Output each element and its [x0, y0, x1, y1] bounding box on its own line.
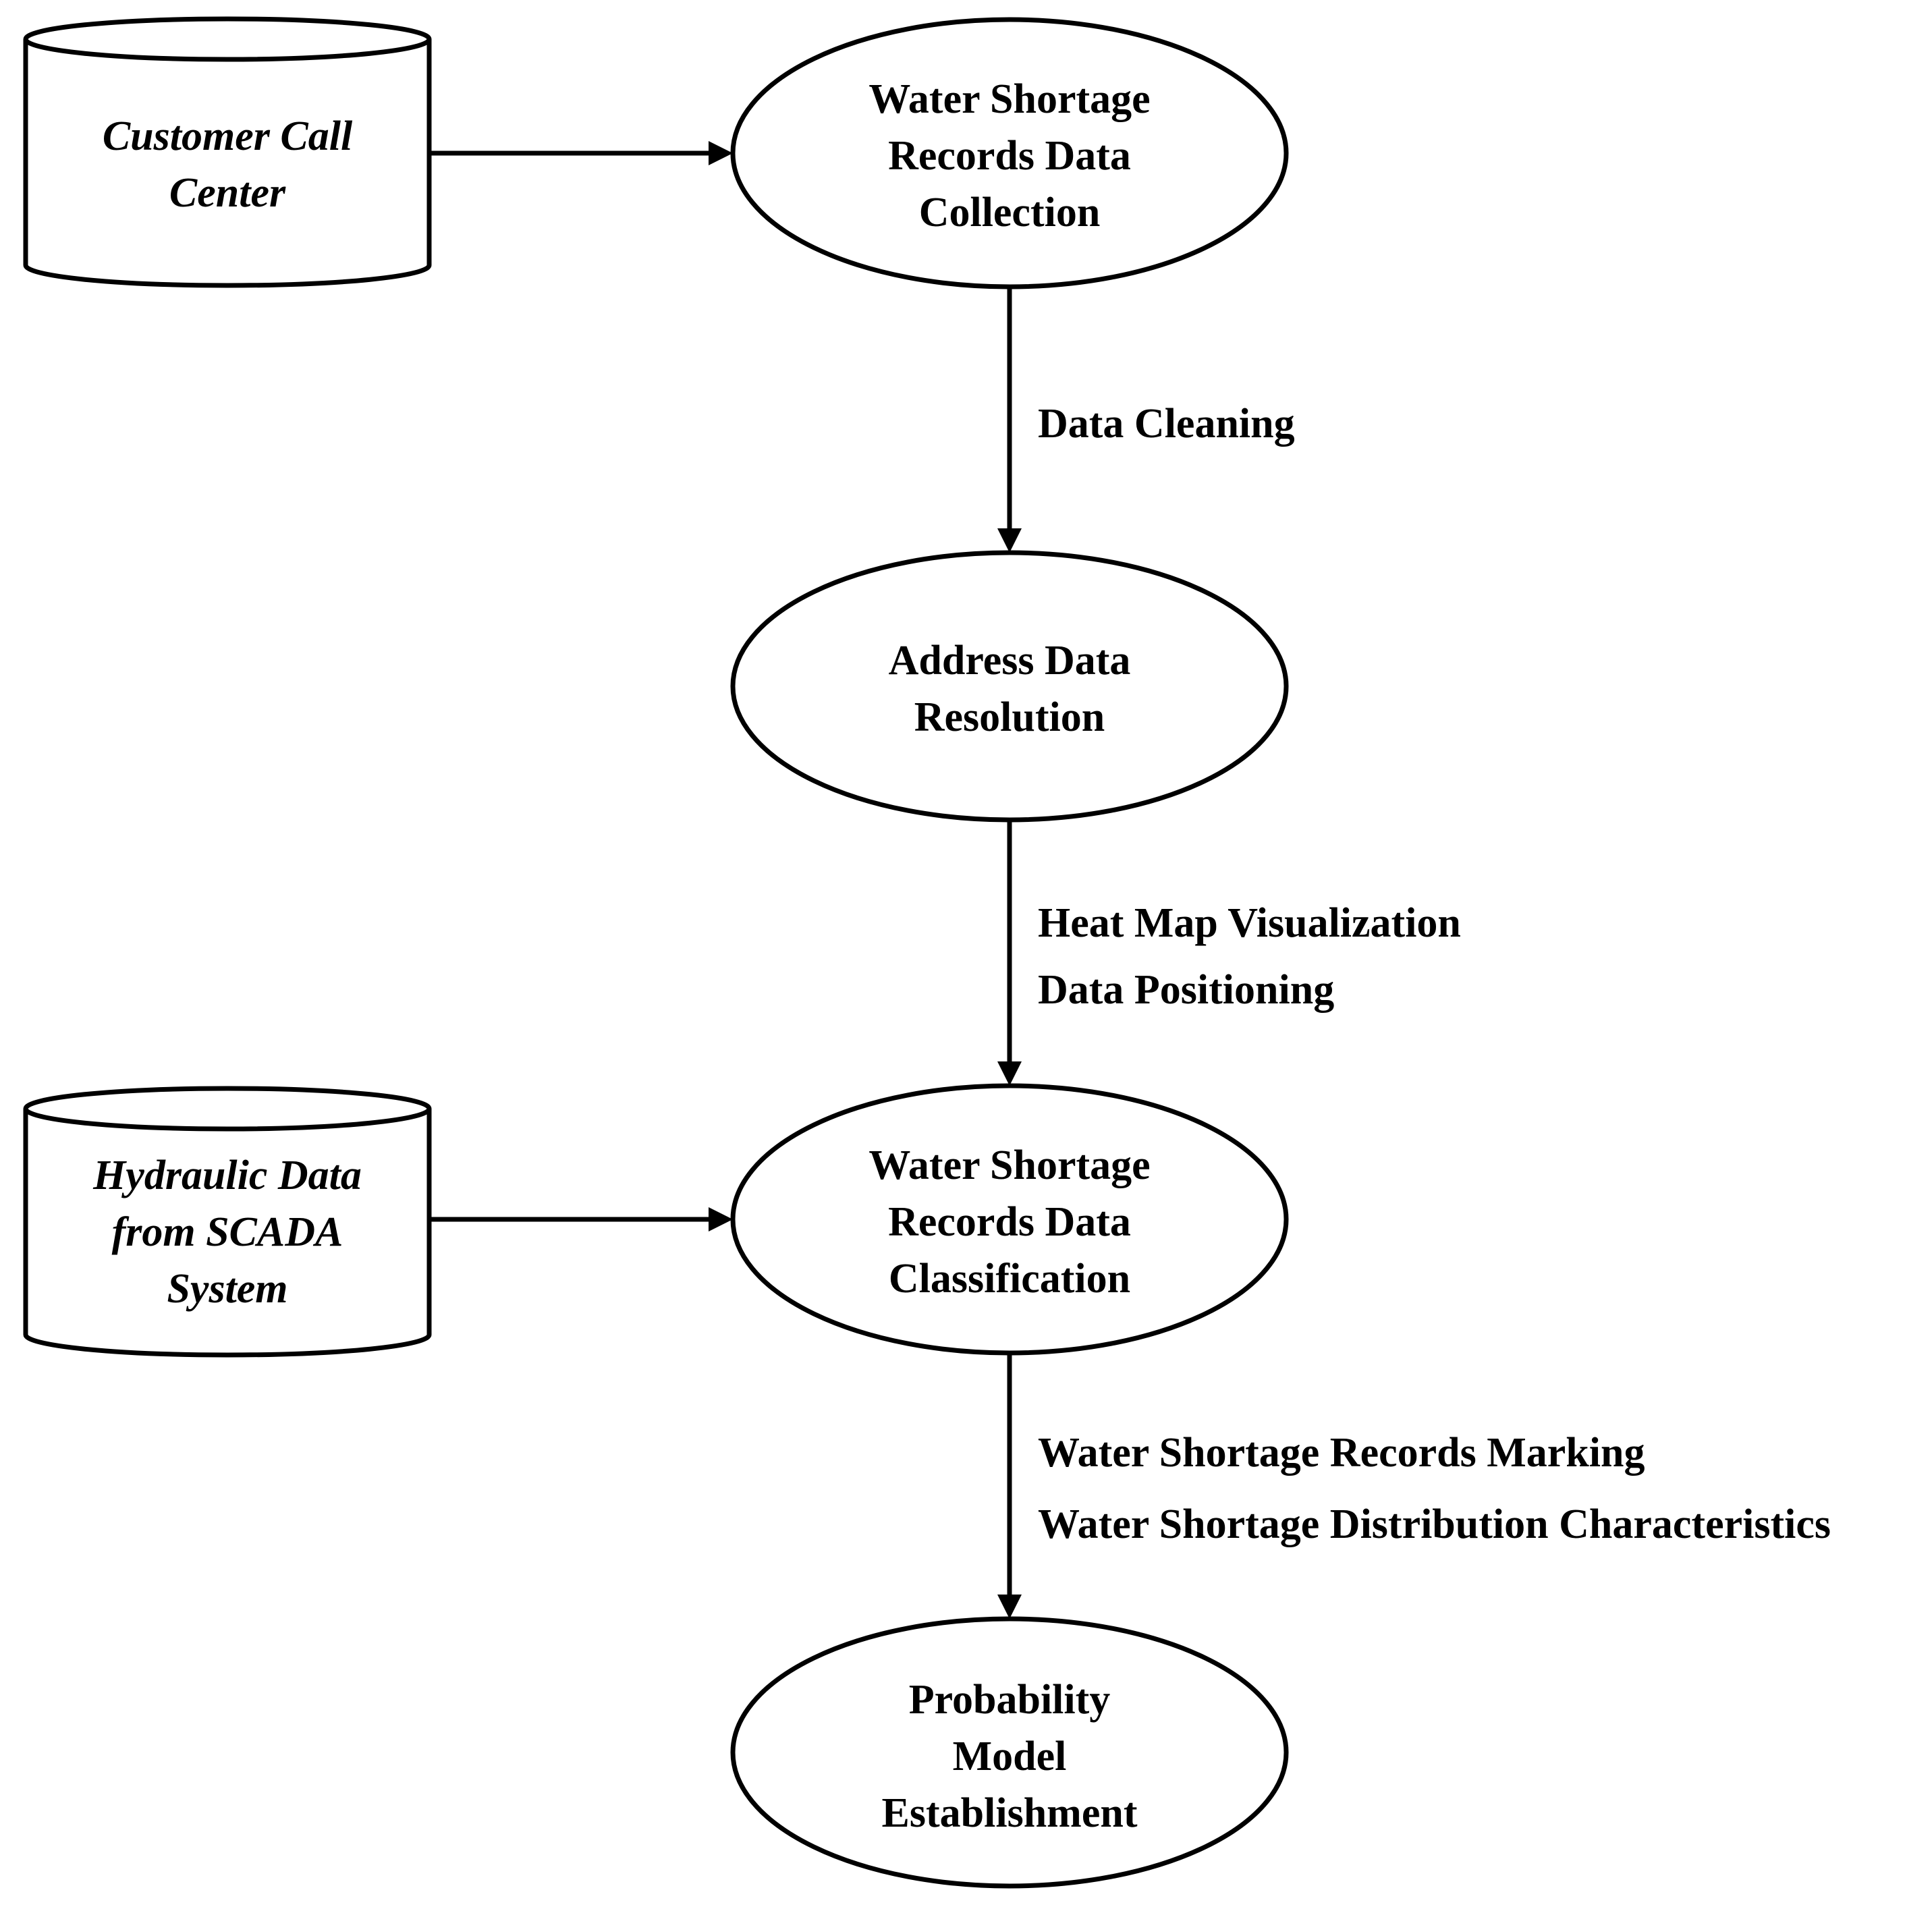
- process-data-classification-line-1: Water Shortage: [868, 1142, 1150, 1188]
- edge-label-heat-map-visualization: Heat Map Visualization: [1038, 900, 1461, 946]
- arrow-collection-to-resolution: [997, 287, 1022, 553]
- store-scada-line-3: System: [167, 1266, 287, 1312]
- process-data-collection-line-3: Collection: [919, 190, 1101, 236]
- store-scada-hydraulic-data: Hydraulic Data from SCADA System: [23, 1086, 432, 1358]
- edge-label-distribution-characteristics: Water Shortage Distribution Characterist…: [1038, 1501, 1831, 1547]
- store-customer-call-center-line-1: Customer Call: [103, 113, 353, 159]
- process-data-collection-line-1: Water Shortage: [868, 76, 1150, 122]
- edge-label-data-positioning: Data Positioning: [1038, 967, 1334, 1013]
- process-data-classification-line-3: Classification: [889, 1256, 1130, 1302]
- process-address-resolution-line-2: Resolution: [914, 694, 1105, 740]
- store-scada-line-2: from SCADA: [112, 1209, 343, 1255]
- arrow-call-center-to-collection: [429, 141, 733, 165]
- process-probability-model-line-3: Establishment: [882, 1790, 1138, 1836]
- arrow-scada-to-classification: [429, 1207, 733, 1231]
- store-customer-call-center-line-2: Center: [169, 170, 286, 216]
- process-probability-model-line-1: Probability: [909, 1677, 1111, 1723]
- store-scada-line-1: Hydraulic Data: [92, 1153, 362, 1198]
- arrow-classification-to-probability: [997, 1353, 1022, 1619]
- process-data-classification-line-2: Records Data: [888, 1199, 1131, 1245]
- edge-label-records-marking: Water Shortage Records Marking: [1038, 1430, 1645, 1476]
- process-probability-model-line-2: Model: [953, 1734, 1067, 1779]
- store-customer-call-center: Customer Call Center: [23, 16, 432, 288]
- process-probability-model: Probability Model Establishment: [730, 1616, 1289, 1889]
- process-data-collection-line-2: Records Data: [888, 133, 1131, 179]
- process-data-collection: Water Shortage Records Data Collection: [730, 17, 1289, 289]
- arrow-resolution-to-classification: [997, 820, 1022, 1086]
- edge-label-data-cleaning: Data Cleaning: [1038, 401, 1295, 447]
- process-data-classification: Water Shortage Records Data Classificati…: [730, 1083, 1289, 1356]
- process-address-resolution: Address Data Resolution: [730, 550, 1289, 823]
- process-address-resolution-line-1: Address Data: [889, 638, 1131, 684]
